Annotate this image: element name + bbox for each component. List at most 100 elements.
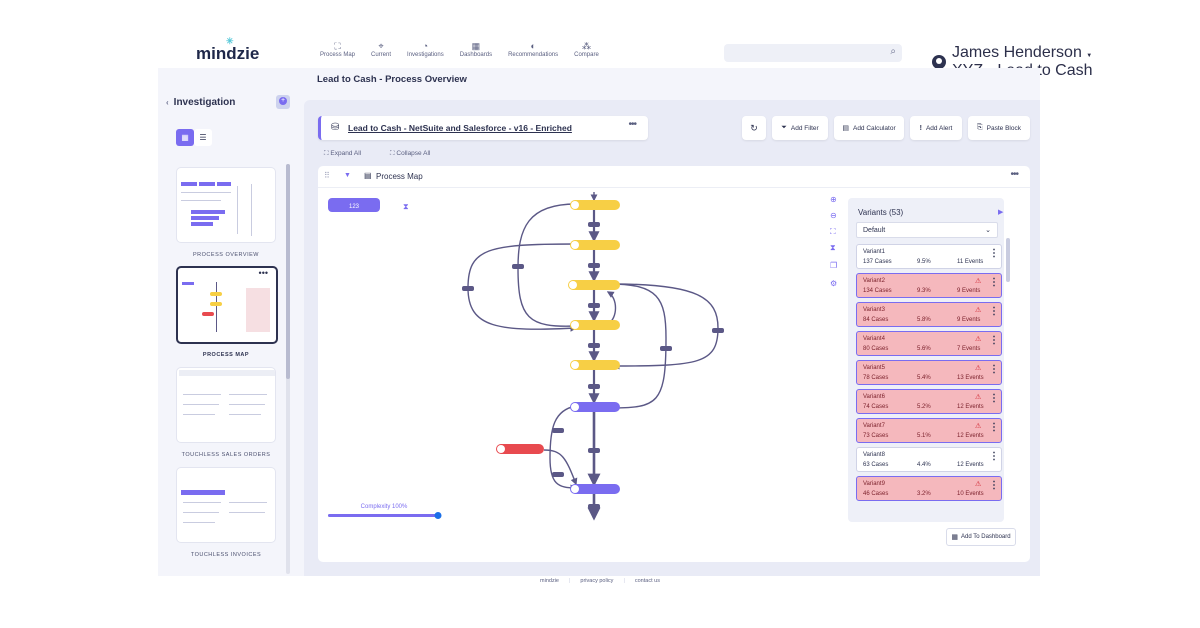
paste-icon: ⎘ bbox=[977, 124, 983, 131]
complexity-slider-handle bbox=[434, 512, 442, 519]
thumb-touchless-sales-orders[interactable] bbox=[176, 367, 276, 443]
warning-icon: ⚠ bbox=[975, 481, 982, 488]
user-name: James Henderson ▼ bbox=[952, 44, 1093, 61]
play-icon[interactable]: ▶ bbox=[998, 209, 1004, 216]
more-icon[interactable]: ••• bbox=[258, 268, 268, 278]
footer-brand[interactable]: mindzie bbox=[540, 578, 559, 584]
search-box[interactable]: ⌕ bbox=[724, 44, 902, 62]
nav-current[interactable]: ⌖Current bbox=[371, 41, 392, 58]
map-tools[interactable]: ⊕ ⊖ ⛶ ⧗ ❐ ⚙ bbox=[829, 195, 837, 288]
view-toggle: ▦ ☰ bbox=[176, 129, 212, 146]
more-icon[interactable]: ••• bbox=[628, 119, 636, 130]
search-input[interactable] bbox=[728, 46, 878, 60]
nav-investigations[interactable]: ◔Investigations bbox=[407, 41, 444, 58]
activity-nodes[interactable] bbox=[496, 200, 620, 494]
kebab-menu-icon[interactable]: ⋮ bbox=[989, 248, 999, 259]
add-calculator-button[interactable]: ▤Add Calculator bbox=[834, 116, 904, 140]
variant-events: 9 Events bbox=[957, 317, 981, 323]
kebab-menu-icon[interactable]: ⋮ bbox=[989, 277, 999, 288]
variant-name: Variant4 bbox=[863, 336, 885, 342]
dataset-title[interactable]: Lead to Cash - NetSuite and Salesforce -… bbox=[348, 123, 572, 133]
drag-handle-icon[interactable]: ⠿ bbox=[324, 171, 330, 180]
thumb-process-overview[interactable] bbox=[176, 167, 276, 243]
node-5 bbox=[570, 360, 620, 370]
mode-badge-text: 123 bbox=[349, 204, 360, 210]
search-icon[interactable]: ⌕ bbox=[890, 46, 896, 57]
node-6 bbox=[570, 402, 620, 412]
zoom-out-icon: ⊖ bbox=[830, 211, 837, 220]
variant-name: Variant1 bbox=[863, 249, 885, 255]
variant-name: Variant6 bbox=[863, 394, 885, 400]
thumb-label-process-overview: PROCESS OVERVIEW bbox=[193, 252, 259, 258]
complexity-label: Complexity 100% bbox=[361, 504, 408, 510]
thumb-touchless-invoices[interactable] bbox=[176, 467, 276, 543]
hourglass-icon: ⧗ bbox=[830, 243, 836, 252]
kebab-menu-icon[interactable]: ⋮ bbox=[989, 451, 999, 462]
collapse-all-button[interactable]: ⛶ Collapse All bbox=[390, 150, 431, 157]
refresh-button[interactable]: ↻ bbox=[742, 116, 766, 140]
hourglass-icon[interactable]: ⧗ bbox=[403, 202, 409, 211]
kebab-menu-icon[interactable]: ⋮ bbox=[989, 480, 999, 491]
variant-name: Variant7 bbox=[863, 423, 885, 429]
paste-block-button[interactable]: ⎘Paste Block bbox=[968, 116, 1030, 140]
dataset-card[interactable]: ⛁ Lead to Cash - NetSuite and Salesforce… bbox=[318, 116, 648, 140]
list-view-icon[interactable]: ☰ bbox=[194, 129, 212, 146]
mode-badge[interactable]: 123 bbox=[328, 198, 380, 212]
kebab-menu-icon[interactable]: ⋮ bbox=[989, 364, 999, 375]
variant-name: Variant3 bbox=[863, 307, 885, 313]
footer-contact-link[interactable]: contact us bbox=[634, 578, 660, 584]
dashboard-icon: ▦ bbox=[951, 534, 959, 541]
more-icon[interactable]: ••• bbox=[1010, 169, 1018, 180]
process-map-icon: ⛶ bbox=[334, 41, 341, 51]
add-investigation-button[interactable] bbox=[276, 95, 290, 109]
filter-icon: ⏷ bbox=[781, 124, 787, 131]
variant-percent: 4.4% bbox=[917, 462, 931, 468]
logo[interactable]: mindzie ✳ bbox=[196, 36, 259, 64]
investigations-icon: ◔ bbox=[422, 41, 429, 51]
sidebar-scrollbar-thumb[interactable] bbox=[286, 164, 290, 379]
logo-spark-icon: ✳ bbox=[226, 36, 234, 46]
nav-dashboards[interactable]: ▦Dashboards bbox=[459, 41, 493, 58]
kebab-menu-icon[interactable]: ⋮ bbox=[989, 335, 999, 346]
collapse-caret-icon[interactable]: ▼ bbox=[344, 172, 351, 179]
kebab-menu-icon[interactable]: ⋮ bbox=[989, 393, 999, 404]
thumb-label-touchless-sales-orders: TOUCHLESS SALES ORDERS bbox=[181, 452, 271, 458]
nav-compare[interactable]: ⁂Compare bbox=[574, 41, 599, 58]
alert-icon: ! bbox=[919, 124, 922, 132]
compare-icon: ⁂ bbox=[581, 41, 591, 51]
variants-scrollbar[interactable] bbox=[1006, 238, 1010, 282]
variant-name: Variant2 bbox=[863, 278, 885, 284]
grid-view-icon[interactable]: ▦ bbox=[176, 129, 194, 146]
thumb-process-map[interactable]: ••• bbox=[176, 266, 278, 344]
kebab-menu-icon[interactable]: ⋮ bbox=[989, 422, 999, 433]
process-map-svg[interactable]: 123 ⧗ bbox=[318, 188, 848, 540]
database-icon: ⛁ bbox=[331, 122, 340, 133]
add-filter-button[interactable]: ⏷Add Filter bbox=[772, 116, 828, 140]
chevron-left-icon[interactable]: ‹ bbox=[166, 98, 169, 107]
warning-icon: ⚠ bbox=[975, 278, 982, 285]
variants-sort-select[interactable]: Default⌄ bbox=[856, 222, 998, 238]
calculator-icon: ▤ bbox=[364, 171, 372, 180]
add-alert-button[interactable]: !Add Alert bbox=[910, 116, 962, 140]
footer: mindzie | privacy policy | contact us bbox=[540, 578, 660, 584]
recommendations-icon: ◐ bbox=[530, 41, 536, 51]
footer-privacy-link[interactable]: privacy policy bbox=[580, 578, 614, 584]
chevron-down-icon: ⌄ bbox=[985, 227, 991, 234]
kebab-menu-icon[interactable]: ⋮ bbox=[989, 306, 999, 317]
main-panel: ⛁ Lead to Cash - NetSuite and Salesforce… bbox=[304, 100, 1040, 576]
add-to-dashboard-button[interactable]: ▦Add To Dashboard bbox=[946, 528, 1016, 546]
sidebar-header: ‹Investigation bbox=[166, 97, 236, 108]
nav-process-map[interactable]: ⛶Process Map bbox=[320, 41, 356, 58]
nav-recommendations[interactable]: ◐Recommendations bbox=[508, 41, 559, 58]
process-map-canvas[interactable]: 123 ⧗ bbox=[318, 188, 848, 540]
expand-all-button[interactable]: ⛶ Expand All bbox=[324, 150, 362, 157]
